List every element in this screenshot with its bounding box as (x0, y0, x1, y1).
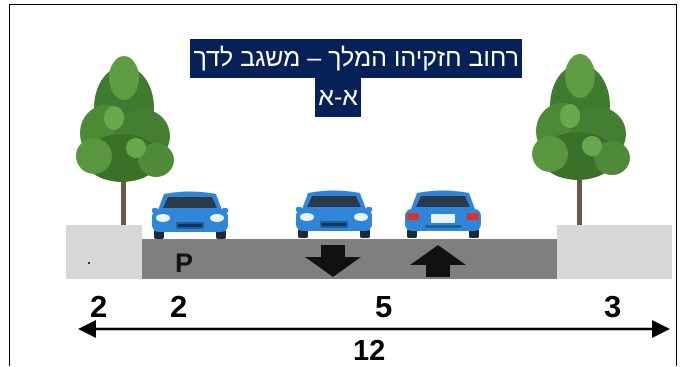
car-icon-lane-2-rear (405, 190, 481, 238)
car-icon-lane-1 (296, 190, 372, 238)
total-width: 12 (353, 335, 386, 367)
width-left-sidewalk: 2 (90, 289, 108, 324)
left-sidewalk (66, 225, 142, 279)
tree-icon-left (76, 56, 174, 231)
arrow-up-icon (410, 245, 466, 277)
sidewalk-marker-dot (88, 262, 90, 264)
title-line-2: א-א (315, 78, 361, 117)
width-parking-lane: 2 (170, 289, 188, 324)
parking-label: P (175, 248, 194, 278)
double-arrow-icon (78, 320, 670, 338)
tree-icon-right (532, 54, 630, 229)
car-icon-parked (152, 191, 228, 239)
width-travel-lanes: 5 (375, 289, 393, 324)
right-sidewalk (557, 225, 672, 279)
width-right-sidewalk: 3 (604, 289, 622, 324)
street-title: רחוב חזקיהו המלך – משגב לדך א-א (161, 39, 522, 117)
title-line-1: רחוב חזקיהו המלך – משגב לדך (190, 39, 522, 78)
diagram-frame (9, 4, 677, 366)
arrow-down-icon (305, 245, 361, 277)
